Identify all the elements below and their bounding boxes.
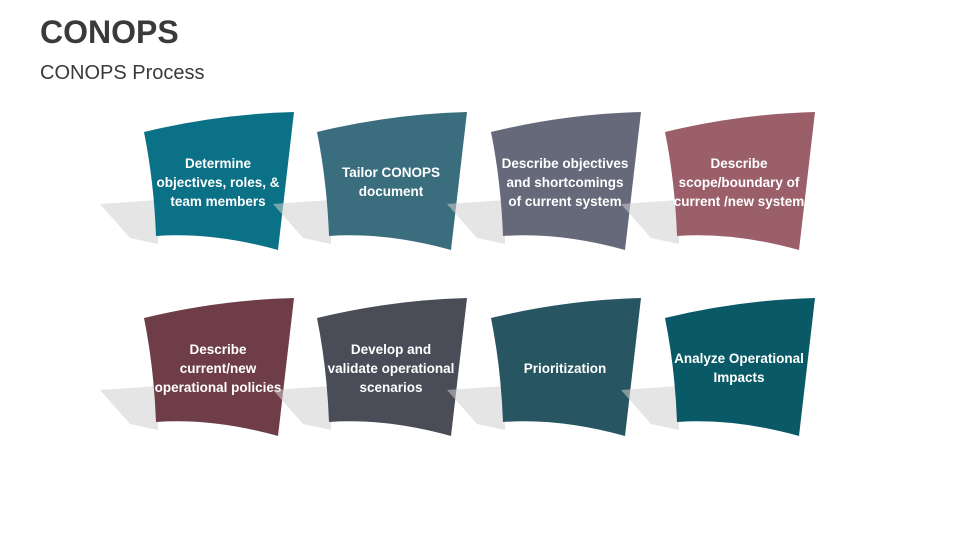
step-shape [621,298,815,436]
page-subtitle: CONOPS Process [40,62,205,84]
step-card-7: Prioritization [447,298,645,438]
step-shape [621,112,815,250]
step-card-5: Describe current/new operational policie… [100,298,298,438]
step-card-2: Tailor CONOPS document [273,112,471,252]
step-card-6: Develop and validate operational scenari… [273,298,471,438]
step-card-4: Describe scope/boundary of current /new … [621,112,819,252]
step-label: Prioritization [523,360,607,376]
step-shape [273,112,467,250]
step-label: Describe current/new operational policie… [154,341,282,395]
step-card-1: Determine objectives, roles, & team memb… [100,112,298,252]
step-label: Describe objectives and shortcomings of … [501,155,629,209]
step-shape [100,298,294,436]
step-label: Analyze Operational Impacts [674,351,804,385]
step-shape [447,298,641,436]
step-label: Determine objectives, roles, & team memb… [156,155,280,209]
page-title: CONOPS [40,14,179,50]
step-label: Tailor CONOPS document [341,165,440,199]
step-card-8: Analyze Operational Impacts [621,298,819,438]
step-shape [447,112,641,250]
step-shape [100,112,294,250]
step-label: Describe scope/boundary of current /new … [673,155,805,209]
step-card-3: Describe objectives and shortcomings of … [447,112,645,252]
step-label: Develop and validate operational scenari… [327,341,455,395]
step-shape [273,298,467,436]
